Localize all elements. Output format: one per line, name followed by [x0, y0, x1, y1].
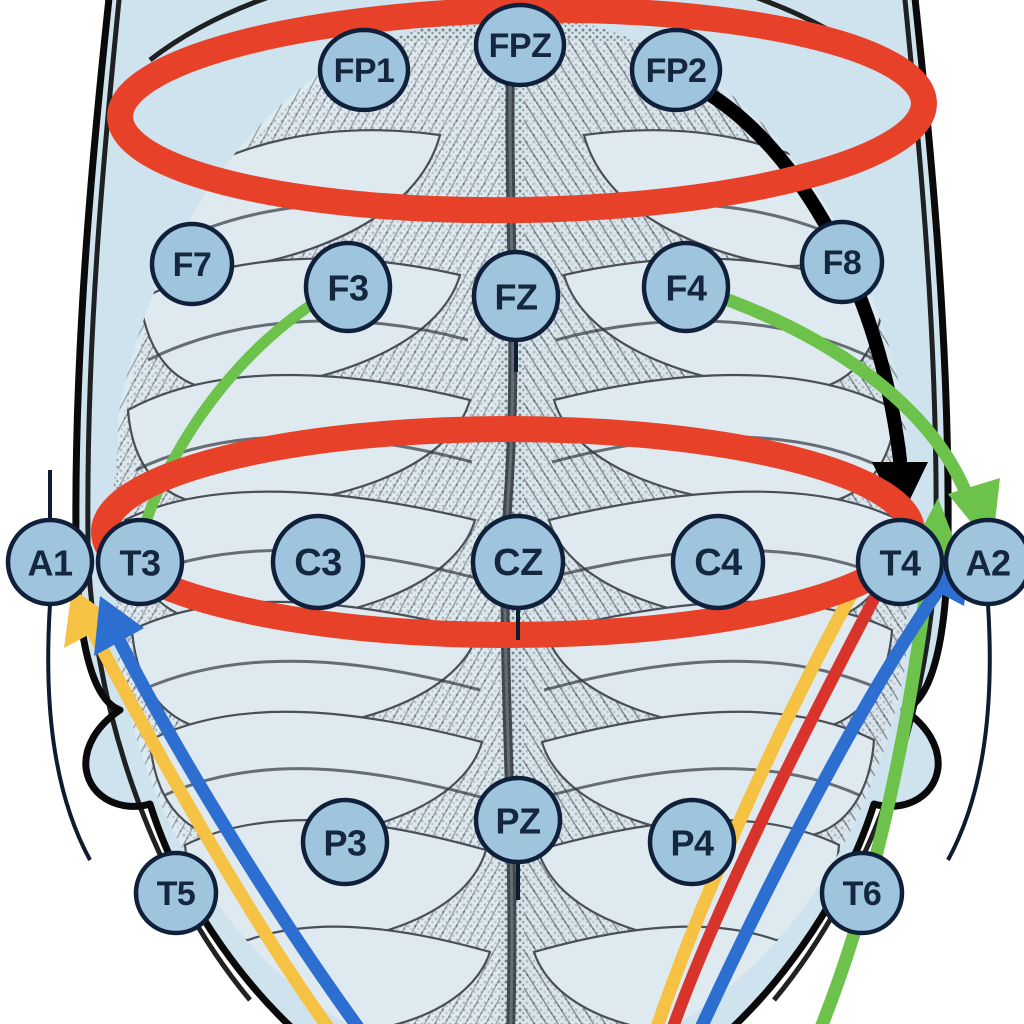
electrode-t6[interactable]: T6	[819, 850, 905, 936]
electrode-circle-cz[interactable]	[470, 513, 566, 611]
electrode-f4[interactable]: F4	[641, 240, 731, 334]
electrode-label-fp1: FP1	[334, 52, 395, 90]
electrode-leads	[46, 8, 992, 900]
electrode-circle-t4[interactable]	[855, 517, 945, 607]
electrode-circle-fp1[interactable]	[317, 27, 411, 113]
electrode-pz[interactable]: PZ	[473, 775, 563, 865]
electrode-c4[interactable]: C4	[670, 513, 766, 611]
electrode-circle-f3[interactable]	[303, 240, 393, 334]
electrode-f7[interactable]: F7	[149, 221, 235, 307]
electrode-circle-p4[interactable]	[647, 797, 737, 887]
electrode-t5[interactable]: T5	[133, 850, 219, 936]
electrode-circle-t6[interactable]	[819, 850, 905, 936]
electrode-label-p3: P3	[323, 823, 366, 864]
electrode-circle-f7[interactable]	[149, 221, 235, 307]
electrode-circle-a1[interactable]	[5, 517, 95, 607]
electrode-label-fp2: FP2	[646, 52, 707, 90]
electrode-fp1[interactable]: FP1	[317, 27, 411, 113]
electrode-label-f7: F7	[173, 246, 212, 284]
electrode-f3[interactable]: F3	[303, 240, 393, 334]
electrode-label-f8: F8	[823, 244, 862, 282]
electrode-circle-t3[interactable]	[95, 517, 185, 607]
electrode-circle-f4[interactable]	[641, 240, 731, 334]
electrode-label-t3: T3	[119, 543, 160, 584]
electrode-a2[interactable]: A2	[943, 517, 1024, 607]
electrode-cz[interactable]: CZ	[470, 513, 566, 611]
electrode-circle-t5[interactable]	[133, 850, 219, 936]
electrode-label-fz: FZ	[495, 277, 538, 318]
electrode-label-p4: P4	[670, 823, 714, 864]
electrode-fp2[interactable]: FP2	[629, 27, 723, 113]
electrode-p3[interactable]: P3	[300, 797, 390, 887]
electrode-circle-fpz[interactable]	[473, 2, 567, 88]
electrode-label-a1: A1	[27, 543, 72, 584]
electrode-label-f4: F4	[665, 268, 706, 309]
electrode-label-t6: T6	[843, 875, 882, 913]
electrode-circle-fz[interactable]	[471, 249, 561, 343]
electrode-t3[interactable]: T3	[95, 517, 185, 607]
electrode-circle-c4[interactable]	[670, 513, 766, 611]
electrode-label-c4: C4	[694, 542, 742, 584]
electrode-fz[interactable]: FZ	[471, 249, 561, 343]
electrode-circle-a2[interactable]	[943, 517, 1024, 607]
arrow-yellow-o1-to-a1	[64, 588, 334, 1024]
electrode-f8[interactable]: F8	[799, 219, 885, 305]
electrode-p4[interactable]: P4	[647, 797, 737, 887]
electrode-c3[interactable]: C3	[270, 513, 366, 611]
electrode-label-c3: C3	[294, 542, 342, 584]
electrode-label-t4: T4	[879, 543, 920, 584]
electrode-label-pz: PZ	[495, 801, 540, 842]
electrode-circle-f8[interactable]	[799, 219, 885, 305]
electrode-circle-fp2[interactable]	[629, 27, 723, 113]
arrow-red-o2-to-t4	[667, 570, 892, 1024]
electrode-label-cz: CZ	[493, 542, 543, 584]
electrode-fpz[interactable]: FPZ	[473, 2, 567, 88]
electrode-t4[interactable]: T4	[855, 517, 945, 607]
electrode-circle-c3[interactable]	[270, 513, 366, 611]
electrode-circle-p3[interactable]	[300, 797, 390, 887]
electrode-a1[interactable]: A1	[5, 517, 95, 607]
electrode-label-f3: F3	[327, 268, 368, 309]
electrode-label-t5: T5	[157, 875, 196, 913]
electrode-circle-pz[interactable]	[473, 775, 563, 865]
electrode-label-fpz: FPZ	[489, 27, 552, 65]
arrow-blue-o1-to-t3	[94, 596, 364, 1024]
electrode-label-a2: A2	[965, 543, 1010, 584]
